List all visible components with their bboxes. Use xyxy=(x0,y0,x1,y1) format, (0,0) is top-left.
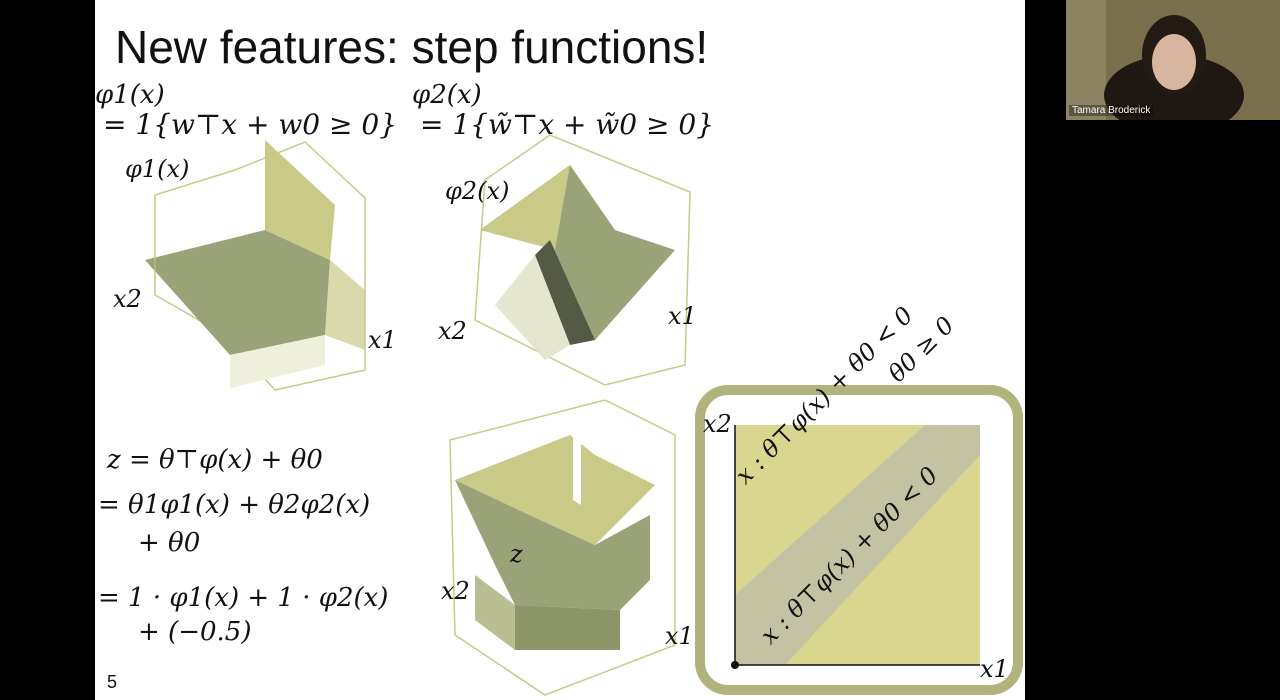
feature1-z-axis-label: φ1(x) xyxy=(125,155,190,183)
equation-line-1: z = θ⊤φ(x) + θ0 xyxy=(107,445,323,475)
slide-title: New features: step functions! xyxy=(115,21,709,73)
feature1-x2-axis-label: x2 xyxy=(113,285,142,313)
feature2-definition: = 1{w̃⊤x + w̃0 ≥ 0} xyxy=(420,108,715,141)
participant-video-tile[interactable]: Tamara Broderick xyxy=(1066,0,1280,120)
feature2-z-axis-label: φ2(x) xyxy=(445,177,510,205)
equation-line-5: + (−0.5) xyxy=(138,617,252,647)
slide: New features: step functions! φ1(x) = 1{… xyxy=(95,0,1025,700)
feature2-x1-axis-label: x1 xyxy=(668,302,697,330)
equation-line-3: + θ0 xyxy=(138,528,201,558)
page-number: 5 xyxy=(107,672,118,692)
feature2-label: φ2(x) xyxy=(412,80,482,110)
combined-x2-axis-label: x2 xyxy=(441,577,470,605)
feature1-definition: = 1{w⊤x + w0 ≥ 0} xyxy=(103,108,398,141)
region-plot xyxy=(695,385,1023,695)
feature1-label: φ1(x) xyxy=(95,80,165,110)
region-x2-axis-label: x2 xyxy=(703,410,732,438)
combined-z-axis-label: z xyxy=(510,540,523,568)
equation-line-4: = 1 · φ1(x) + 1 · φ2(x) xyxy=(98,583,389,613)
feature2-surface-plot xyxy=(474,134,691,386)
combined-x1-axis-label: x1 xyxy=(665,622,694,650)
participant-name: Tamara Broderick xyxy=(1069,105,1154,116)
participant-avatar xyxy=(1066,0,1280,120)
feature1-x1-axis-label: x1 xyxy=(368,326,397,354)
combined-surface-plot xyxy=(449,399,676,696)
region-x1-axis-label: x1 xyxy=(980,655,1009,683)
equation-line-2: = θ1φ1(x) + θ2φ2(x) xyxy=(98,490,371,520)
feature2-x2-axis-label: x2 xyxy=(438,317,467,345)
feature1-surface-plot xyxy=(145,140,366,391)
